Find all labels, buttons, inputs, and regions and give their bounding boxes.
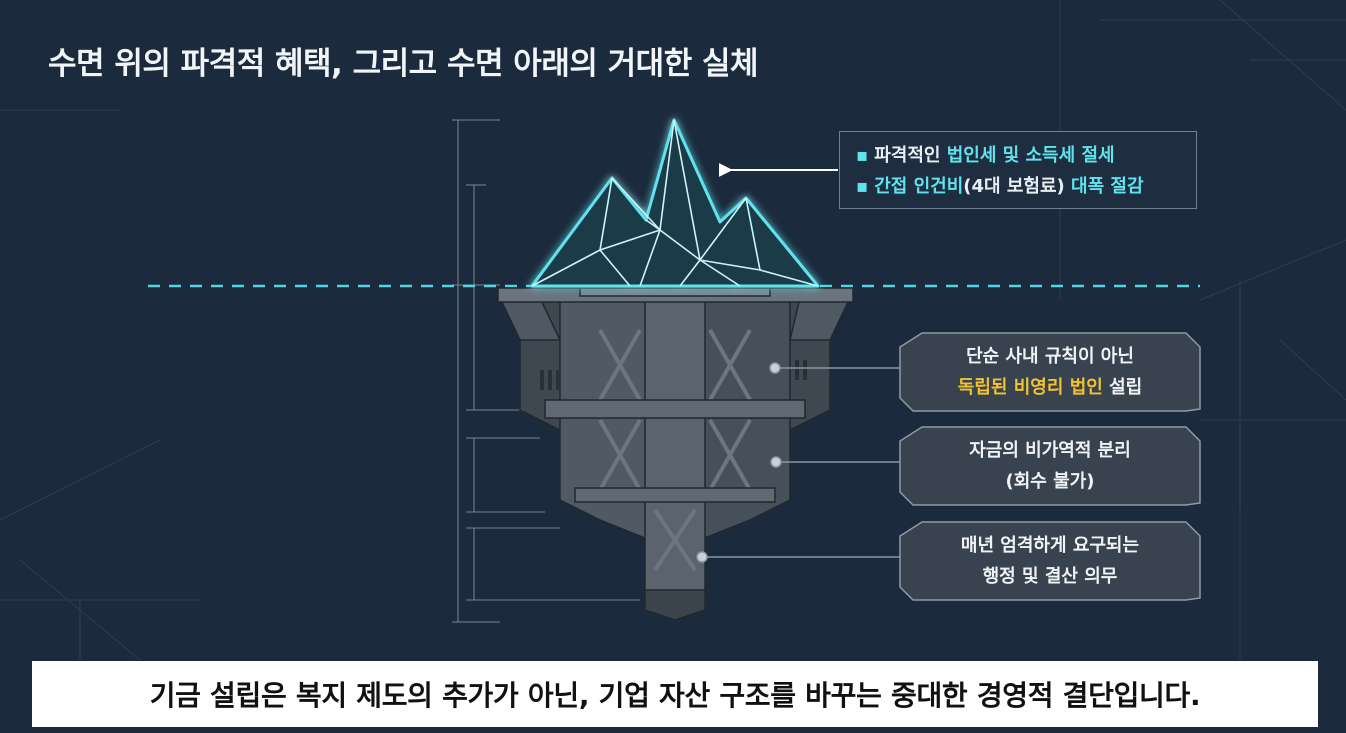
panel-line: (회수 불가) (1005, 471, 1095, 492)
benefit-text: 파격적인 (874, 145, 947, 166)
underwater-structure (497, 287, 854, 621)
benefit-line-tax: ▪파격적인 법인세 및 소득세 절세 (856, 140, 1196, 171)
panel-highlight: 독립된 비영리 법인 (957, 377, 1103, 398)
benefits-box: ▪파격적인 법인세 및 소득세 절세 ▪간접 인건비(4대 보험료) 대폭 절감 (839, 131, 1197, 209)
panel-irreversible-separation: 자금의 비가역적 분리 (회수 불가) (903, 427, 1197, 505)
benefit-highlight: 대폭 절감 (1071, 176, 1144, 197)
page-title: 수면 위의 파격적 혜택, 그리고 수면 아래의 거대한 실체 (48, 46, 759, 82)
panel-independent-corporation: 단순 사내 규칙이 아닌 독립된 비영리 법인 설립 (903, 333, 1197, 411)
panel-admin-obligations: 매년 엄격하게 요구되는 행정 및 결산 의무 (903, 522, 1197, 600)
benefit-text: (4대 보험료) (963, 176, 1072, 197)
panel-line: 행정 및 결산 의무 (982, 566, 1118, 587)
bottom-banner-text: 기금 설립은 복지 제도의 추가가 아닌, 기업 자산 구조를 바꾸는 중대한 … (149, 679, 1201, 712)
panel-backgrounds (899, 332, 1201, 601)
benefit-highlight: 법인세 및 소득세 절세 (946, 145, 1115, 166)
benefit-line-labor-cost: ▪간접 인건비(4대 보험료) 대폭 절감 (856, 171, 1196, 202)
blueprint-background-lines (0, 0, 1346, 661)
measurement-rulers (452, 119, 640, 623)
panel-line: 단순 사내 규칙이 아닌 (966, 346, 1134, 367)
bullet-icon: ▪ (856, 176, 869, 197)
panel-line: 자금의 비가역적 분리 (969, 440, 1131, 461)
panel-leader-lines (696, 362, 903, 563)
bullet-icon: ▪ (856, 145, 869, 166)
iceberg-tip (530, 118, 820, 288)
panel-line: 독립된 비영리 법인 설립 (903, 372, 1197, 403)
benefit-highlight: 간접 인건비 (874, 176, 964, 197)
panel-text: 설립 (1102, 377, 1143, 398)
bottom-banner: 기금 설립은 복지 제도의 추가가 아닌, 기업 자산 구조를 바꾸는 중대한 … (32, 661, 1318, 727)
panel-line: 매년 엄격하게 요구되는 (960, 535, 1140, 556)
